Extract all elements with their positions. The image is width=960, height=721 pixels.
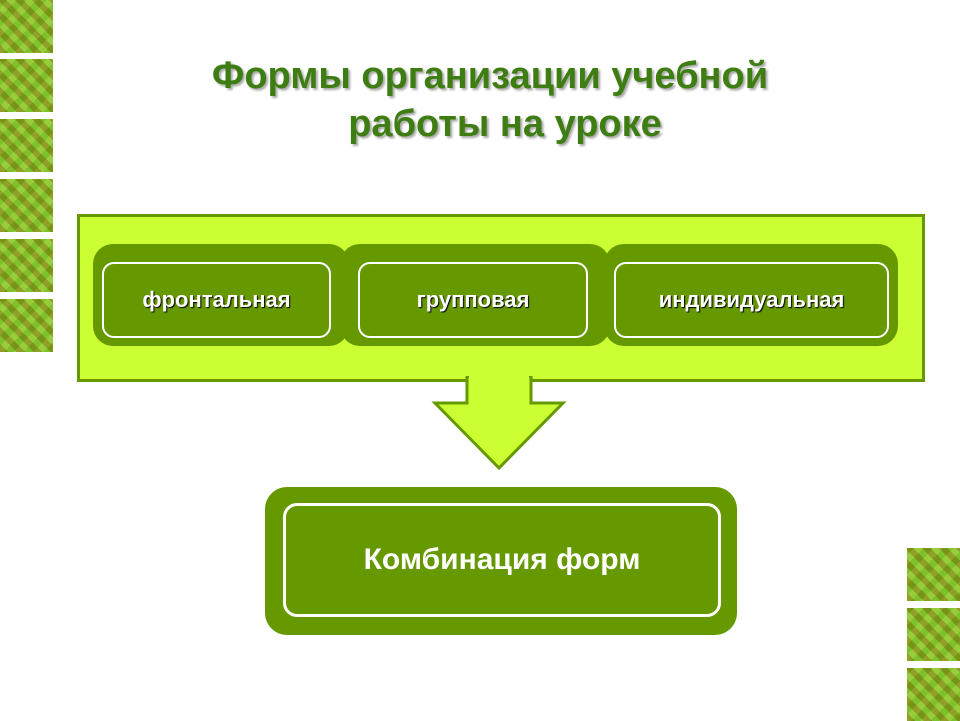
result-container (265, 487, 737, 635)
form-frontal: фронтальная (102, 262, 331, 338)
slide-title: Формы организации учебной работы на урок… (120, 52, 860, 148)
decorative-tile (0, 239, 53, 292)
decorative-tile (0, 299, 53, 352)
decorative-tile (907, 668, 960, 721)
result-box: Комбинация форм (283, 503, 721, 617)
decorative-tile (907, 608, 960, 661)
decorative-tile (0, 179, 53, 232)
decorative-tile (0, 59, 53, 112)
title-line-1: Формы организации учебной (211, 55, 769, 97)
decorative-tile (0, 0, 53, 53)
decorative-tile (907, 548, 960, 601)
decorative-tile (0, 119, 53, 172)
title-line-2: работы на уроке (348, 103, 662, 145)
form-individual: индивидуальная (614, 262, 889, 338)
down-arrow-icon (431, 376, 567, 471)
form-group: групповая (358, 262, 588, 338)
